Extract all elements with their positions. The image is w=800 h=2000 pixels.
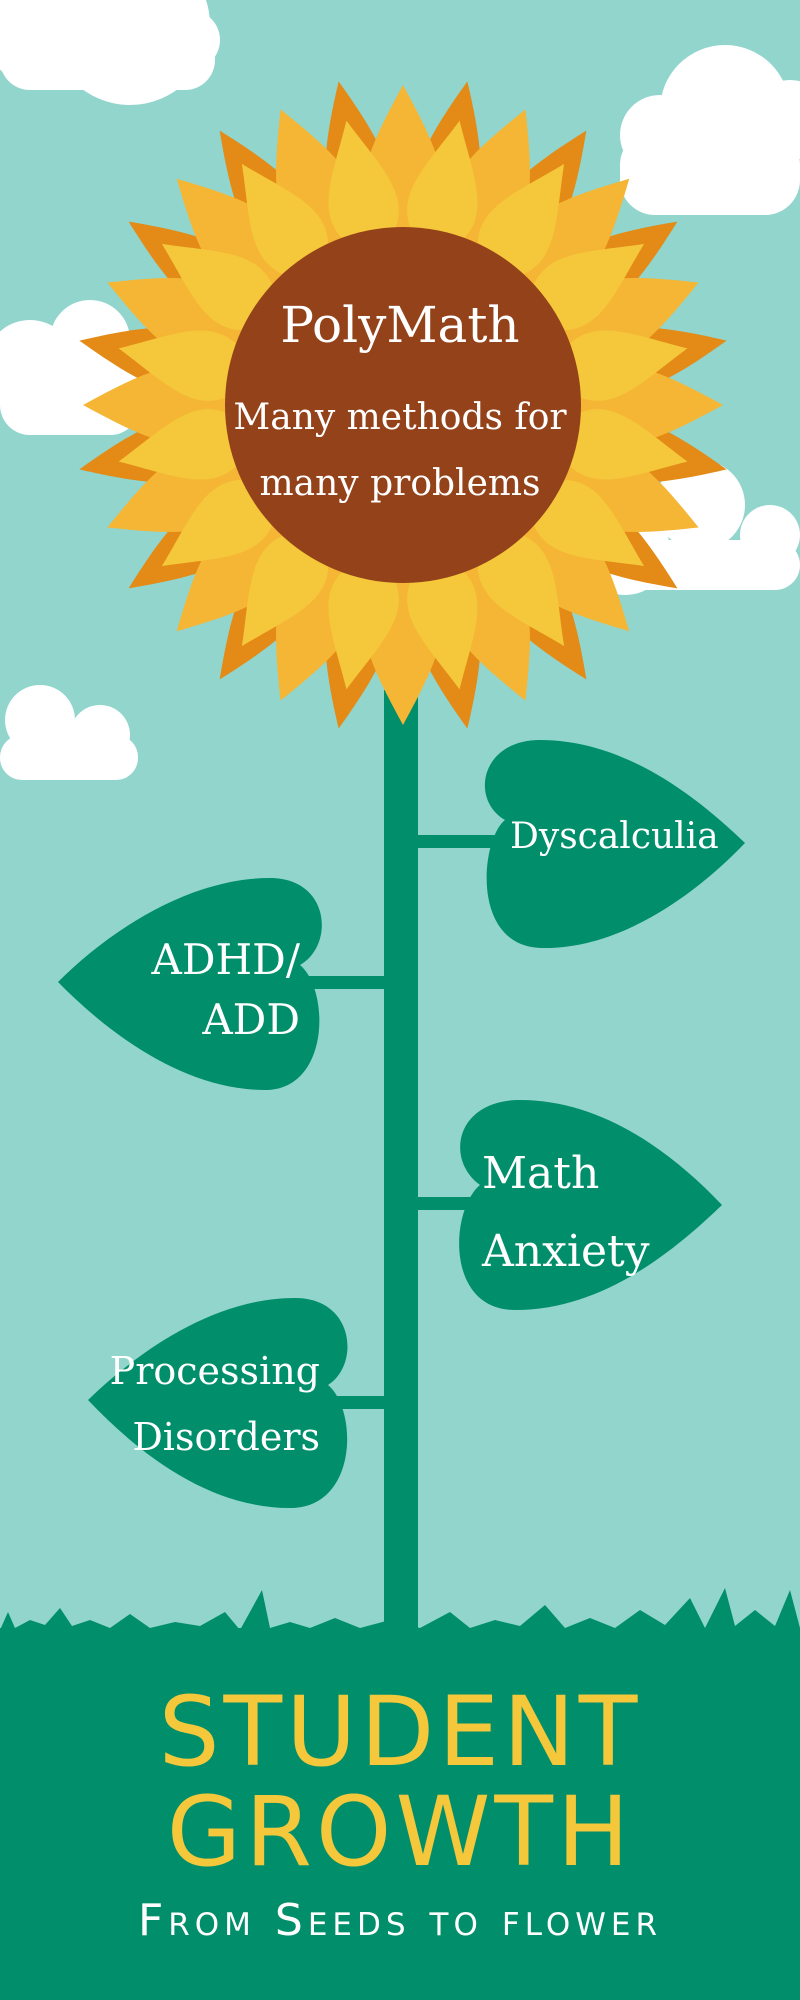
- petal: [477, 529, 565, 647]
- petal: [527, 479, 645, 567]
- petal: [527, 243, 645, 331]
- leaf-branch: [418, 835, 503, 848]
- leaf-adhd: [58, 878, 322, 1090]
- flower-center: [225, 227, 581, 583]
- petal: [328, 552, 399, 690]
- petal: [176, 507, 301, 632]
- stem: [384, 690, 418, 1640]
- grass-icon: [0, 1588, 800, 1640]
- petal: [118, 409, 256, 480]
- petal: [241, 529, 329, 647]
- petal: [550, 409, 688, 480]
- petal: [161, 479, 279, 567]
- leaf-branch: [295, 976, 384, 989]
- leaf-math-anxiety-label: Math Anxiety: [482, 1148, 650, 1277]
- petal: [505, 178, 630, 303]
- petal: [550, 330, 688, 401]
- cloud-icon: [0, 685, 138, 780]
- petal: [241, 163, 329, 281]
- petal: [328, 120, 399, 258]
- flower-subtitle: Many methods for many problems: [233, 397, 567, 504]
- ground: [0, 1628, 800, 2000]
- cloud-icon: [620, 45, 800, 215]
- cloud-icon: [0, 0, 220, 105]
- leaf-adhd-label: ADHD/ ADD: [151, 935, 300, 1044]
- headline: STUDENT GROWTH: [158, 1676, 642, 1888]
- leaf-dyscalculia: [484, 740, 745, 949]
- petal: [407, 120, 478, 258]
- flower-title: PolyMath: [280, 296, 520, 354]
- leaf-processing-label: Processing Disorders: [109, 1349, 320, 1459]
- petal: [176, 178, 301, 303]
- petal: [407, 552, 478, 690]
- tagline: From Seeds to flower: [137, 1895, 663, 1946]
- leaf-processing: [88, 1298, 348, 1508]
- petal: [477, 163, 565, 281]
- leaf-dyscalculia-label: Dyscalculia: [510, 816, 719, 857]
- petal: [505, 507, 630, 632]
- petal: [161, 243, 279, 331]
- sunflower-icon: [79, 81, 727, 729]
- leaf-math-anxiety: [459, 1100, 722, 1310]
- petal: [118, 330, 256, 401]
